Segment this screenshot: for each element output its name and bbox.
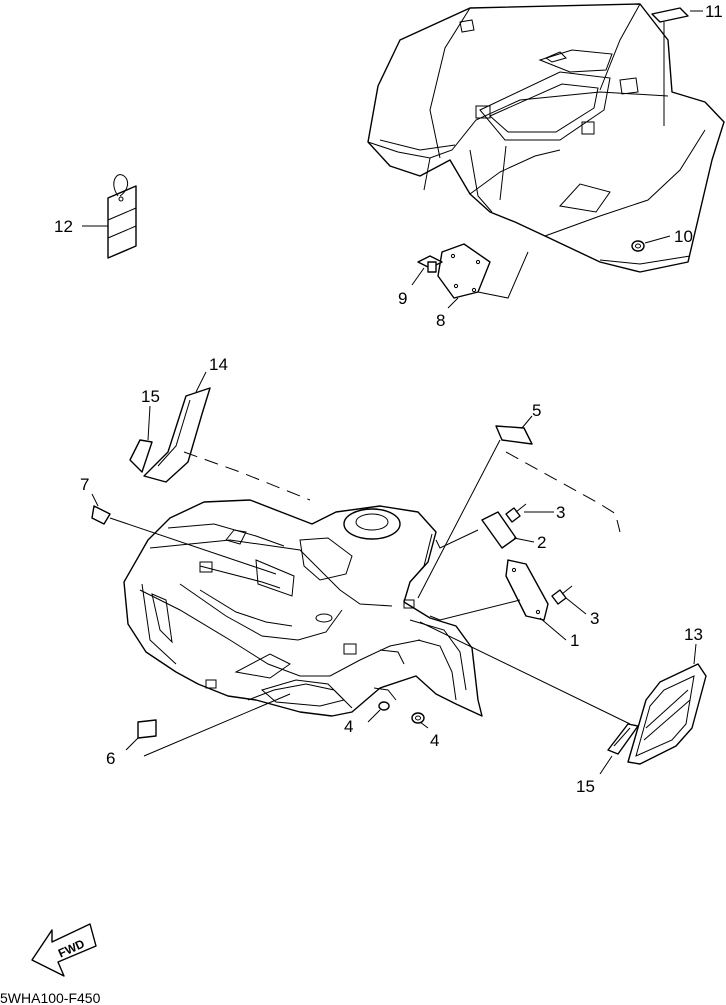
screw-3-upper: [505, 503, 527, 523]
decal-14: [143, 387, 211, 483]
callout-4-left: 4: [344, 717, 353, 736]
decal-15-upper: [129, 439, 153, 473]
label-5: [495, 425, 533, 445]
callout-3-lower: 3: [590, 609, 599, 628]
callout-11: 11: [705, 2, 723, 21]
leader-15-lower: [599, 755, 613, 775]
callout-8: 8: [436, 311, 445, 330]
leader-1: [539, 617, 567, 641]
leader-8: [447, 297, 459, 309]
leader-10: [644, 235, 671, 244]
leader-1-ref: [429, 599, 521, 621]
screw-3-lower: [551, 585, 573, 605]
leader-7-ref: [109, 517, 277, 575]
callout-12: 12: [54, 217, 73, 236]
callout-14: 14: [209, 355, 228, 374]
callout-6: 6: [106, 749, 115, 768]
forward-arrow-icon: FWD: [31, 923, 97, 977]
leader-5-end: [616, 519, 621, 533]
emblem-7: [91, 505, 111, 525]
rear-fender: [367, 3, 725, 273]
plate-8: [437, 243, 491, 299]
grommet-4-right: [411, 712, 425, 724]
plate-1: [505, 559, 549, 621]
grommet-10: [631, 240, 645, 252]
callout-10: 10: [674, 227, 693, 246]
leader-14-dashed: [183, 451, 311, 501]
callout-5: 5: [532, 401, 541, 420]
leader-8-ref: [477, 251, 529, 299]
label-sticker-11: [651, 7, 689, 23]
callout-7: 7: [80, 475, 89, 494]
warning-tag-12: [107, 174, 137, 259]
callout-1: 1: [570, 631, 579, 650]
callout-15-lower: 15: [576, 777, 595, 796]
leader-13: [693, 643, 697, 665]
leader-5-ref: [417, 439, 501, 599]
front-fender: [123, 499, 483, 717]
callout-3-upper: 3: [556, 503, 565, 522]
leader-15-upper: [147, 405, 151, 441]
leader-13-ref: [419, 621, 631, 725]
leader-2: [513, 537, 535, 543]
callout-13: 13: [684, 625, 703, 644]
grommet-4-left: [378, 701, 390, 711]
leader-5-dashed: [505, 451, 617, 515]
leader-9: [411, 267, 425, 286]
leader-5: [521, 415, 533, 429]
leader-4-left: [367, 709, 381, 723]
callout-9: 9: [398, 289, 407, 308]
leader-6-ref: [143, 693, 291, 757]
leader-7: [91, 493, 99, 507]
leader-2-ref: [435, 529, 479, 549]
emblem-13: [627, 663, 707, 765]
leader-14: [195, 371, 207, 393]
callout-15-upper: 15: [141, 387, 160, 406]
label-6: [137, 719, 157, 739]
callout-2: 2: [537, 533, 546, 552]
callout-4-right: 4: [430, 731, 439, 750]
drawing-code: 5WHA100-F450: [0, 990, 101, 1005]
leader-6: [125, 737, 139, 751]
leader-3-lower: [565, 597, 587, 615]
leader-4-right: [419, 721, 429, 729]
decal-15-lower: [607, 723, 639, 755]
clip-9: [417, 255, 443, 273]
